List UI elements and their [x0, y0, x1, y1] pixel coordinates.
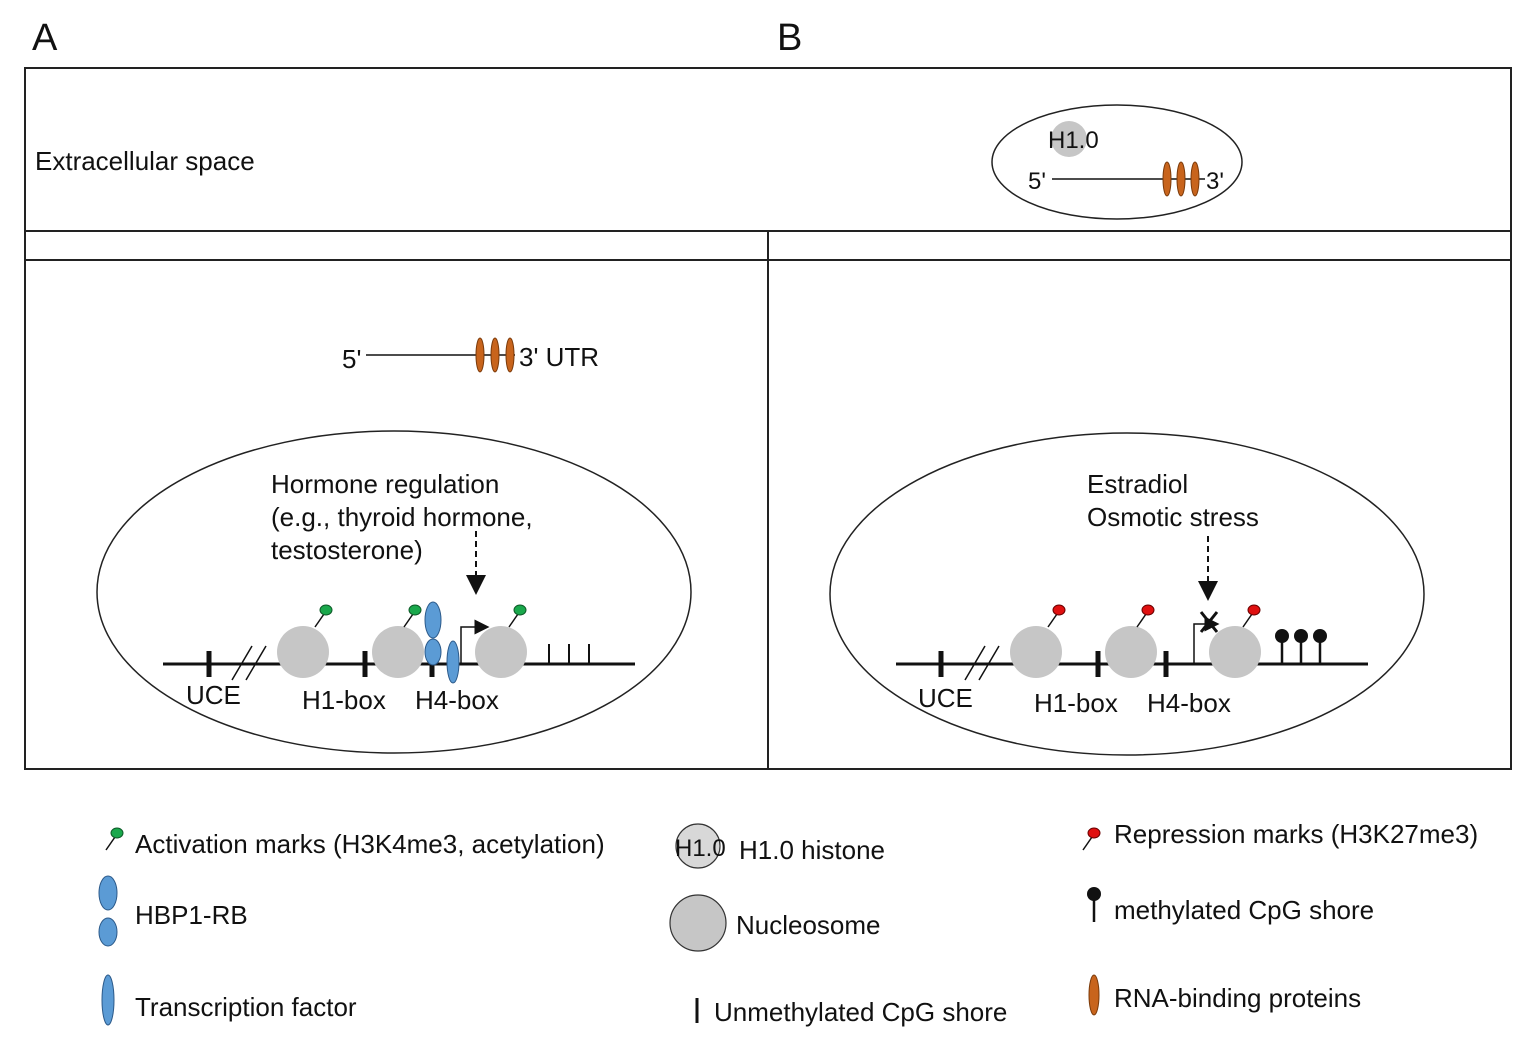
break-mark [978, 645, 1000, 681]
activation-mark [508, 604, 527, 628]
repression-mark [1136, 604, 1155, 628]
legend-tf: Transcription factor [101, 974, 357, 1026]
nucleosome [1105, 626, 1157, 678]
legend-h10: H1.0 H1.0 histone [675, 823, 885, 869]
legend-hbp1: HBP1-RB [98, 875, 248, 947]
legend-repression-label: Repression marks (H3K27me3) [1114, 819, 1478, 849]
methylated-cpg [1292, 627, 1310, 666]
rna-binding-protein [475, 337, 485, 373]
rna-binding-protein [1176, 161, 1186, 197]
h1-box-label: H1-box [302, 685, 386, 715]
legend-hbp1-label: HBP1-RB [135, 900, 248, 930]
panel-a-letter: A [32, 17, 58, 59]
transcription-factor [446, 640, 460, 684]
legend-activation: Activation marks (H3K4me3, acetylation) [105, 827, 605, 859]
extracellular-label: Extracellular space [35, 146, 255, 176]
h10-histone-icon [675, 823, 721, 869]
legend-methylated-label: methylated CpG shore [1114, 895, 1374, 925]
hbp1-rb [424, 638, 442, 666]
rna-binding-protein [1190, 161, 1200, 197]
activation-mark-icon [105, 827, 124, 851]
legend-rbp: RNA-binding proteins [1088, 974, 1361, 1016]
hbp1-icon [98, 917, 118, 947]
activation-mark [403, 604, 422, 628]
osmotic-stress-label: Osmotic stress [1087, 502, 1259, 532]
methylated-cpg-icon [1085, 885, 1103, 924]
legend-nucleosome-label: Nucleosome [736, 910, 881, 940]
break-mark [964, 645, 986, 681]
hormone-stimulus-line-3: testosterone) [271, 535, 423, 565]
repression-mark-icon [1082, 827, 1101, 851]
legend-nucleosome: Nucleosome [669, 894, 881, 952]
estradiol-label: Estradiol [1087, 469, 1188, 499]
vesicle-three-prime: 3' [1206, 168, 1224, 195]
vesicle-five-prime: 5' [1028, 168, 1046, 195]
legend-repression: Repression marks (H3K27me3) [1082, 819, 1478, 851]
legend-rbp-label: RNA-binding proteins [1114, 983, 1361, 1013]
methylated-cpg [1273, 627, 1291, 666]
h1-box-label: H1-box [1034, 688, 1118, 718]
legend-unmethylated: Unmethylated CpG shore [695, 997, 1007, 1027]
rna-binding-protein [505, 337, 515, 373]
activation-mark [314, 604, 333, 628]
hormone-stimulus-line-1: Hormone regulation [271, 469, 499, 499]
nucleosome [1010, 626, 1062, 678]
hbp1-icon [98, 875, 118, 911]
extracellular-vesicle: H1.0 5' 3' [991, 104, 1243, 220]
uce-label: UCE [918, 683, 973, 713]
nucleosome [372, 626, 424, 678]
legend-tf-label: Transcription factor [135, 992, 357, 1022]
rna-binding-protein-icon [1088, 974, 1100, 1016]
repression-mark [1047, 604, 1066, 628]
h4-box-label: H4-box [415, 685, 499, 715]
tss-arrow [460, 619, 490, 664]
h4-box-label: H4-box [1147, 688, 1231, 718]
repression-mark [1242, 604, 1261, 628]
panel-b-nucleus: Estradiol Osmotic stress UCE H1-box H4-b… [829, 432, 1425, 756]
panel-a-mrna: 5' 3' UTR [342, 337, 599, 374]
rna-binding-protein [490, 337, 500, 373]
mrna-five-prime: 5' [342, 344, 361, 374]
nucleosome [277, 626, 329, 678]
nucleosome-icon [669, 894, 727, 952]
hbp1-rb [424, 601, 442, 639]
methylated-cpg [1311, 627, 1329, 666]
legend-methylated: methylated CpG shore [1085, 885, 1374, 925]
break-mark [231, 645, 253, 681]
mrna-three-utr: 3' UTR [519, 342, 599, 372]
blocked-x-icon [1199, 611, 1219, 633]
h10-icon-text: H1.0 [675, 835, 726, 862]
panel-a-nucleus: Hormone regulation (e.g., thyroid hormon… [96, 430, 692, 754]
nucleosome [475, 626, 527, 678]
figure-frame [24, 67, 1512, 770]
h10-histone-vesicle [1051, 121, 1087, 157]
legend-activation-label: Activation marks (H3K4me3, acetylation) [135, 829, 605, 859]
vesicle-h10-label: H1.0 [1048, 127, 1099, 154]
hormone-stimulus-line-2: (e.g., thyroid hormone, [271, 502, 533, 532]
legend-unmethylated-label: Unmethylated CpG shore [714, 997, 1007, 1027]
uce-label: UCE [186, 680, 241, 710]
legend: Activation marks (H3K4me3, acetylation) … [98, 819, 1478, 1027]
nucleosome [1209, 626, 1261, 678]
legend-h10-label: H1.0 histone [739, 835, 885, 865]
transcription-factor-icon [101, 974, 115, 1026]
panel-b-letter: B [777, 17, 802, 59]
rna-binding-protein [1162, 161, 1172, 197]
break-mark [245, 645, 267, 681]
